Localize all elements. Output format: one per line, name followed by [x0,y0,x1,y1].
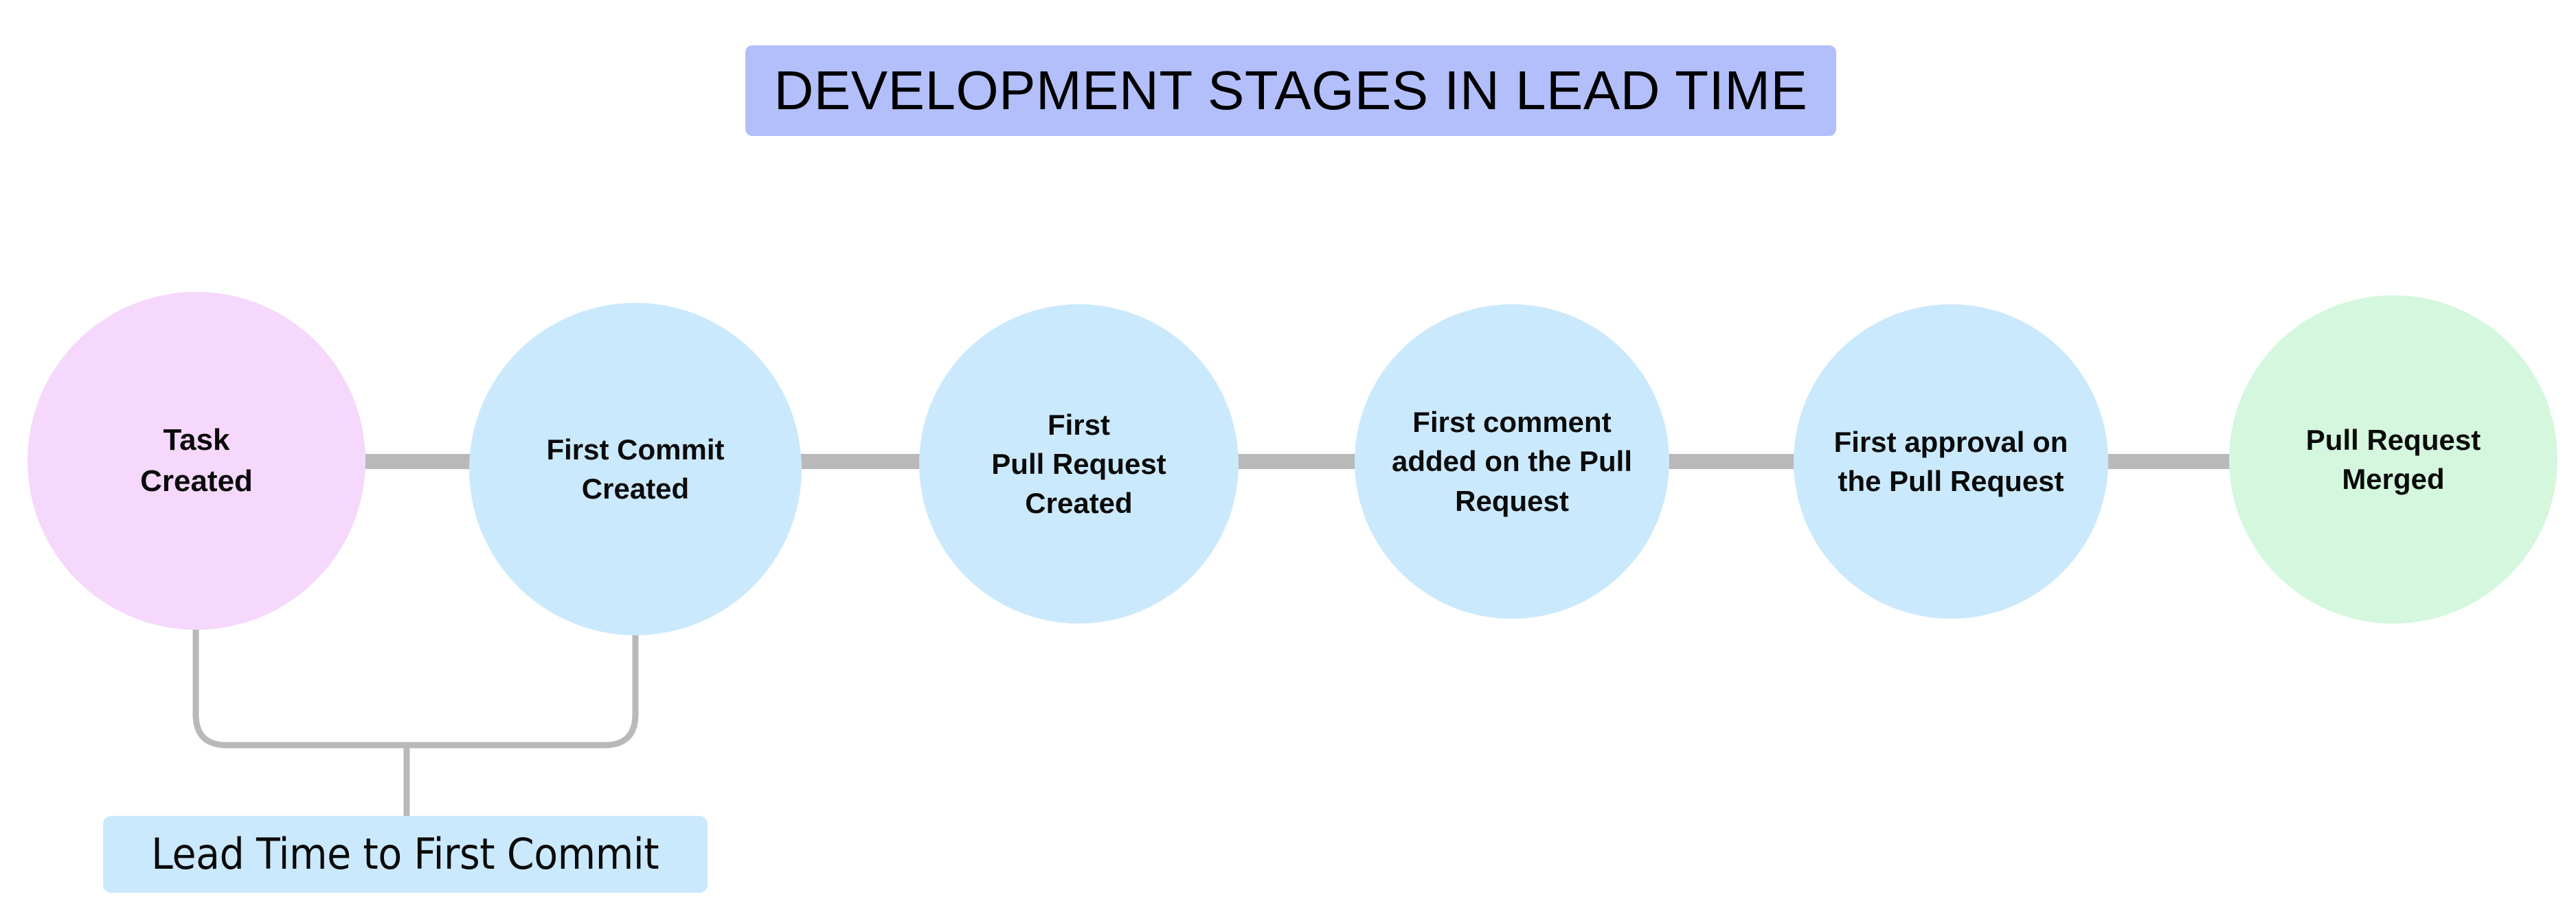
stage-node-first-pull-request-created[interactable]: First Pull Request Created [919,304,1239,624]
stage-label: First Pull Request Created [991,408,1166,520]
stage-label: First comment added on the Pull Request [1391,406,1632,517]
stage-label: Pull Request Merged [2305,423,2481,495]
connector-5-6 [2095,454,2243,469]
stage-label: First Commit Created [546,433,725,505]
stage-node-first-comment-added[interactable]: First comment added on the Pull Request [1355,304,1669,619]
stage-node-task-created[interactable]: Task Created [27,292,365,630]
connector-2-3 [787,454,951,469]
lead-time-annotation-box[interactable]: Lead Time to First Commit [103,816,708,893]
page-title-banner: DEVELOPMENT STAGES IN LEAD TIME [745,45,1836,136]
connector-4-5 [1656,454,1803,469]
stage-node-pull-request-merged[interactable]: Pull Request Merged [2229,295,2557,624]
connector-3-4 [1226,454,1364,469]
page-title: DEVELOPMENT STAGES IN LEAD TIME [773,60,1808,121]
lead-time-annotation-label: Lead Time to First Commit [151,829,659,879]
stage-label: First approval on the Pull Request [1833,425,2068,497]
stage-node-first-approval[interactable]: First approval on the Pull Request [1794,304,2108,619]
connector-1-2 [343,454,508,469]
stage-label: Task Created [140,423,253,498]
stage-node-first-commit-created[interactable]: First Commit Created [469,303,802,635]
